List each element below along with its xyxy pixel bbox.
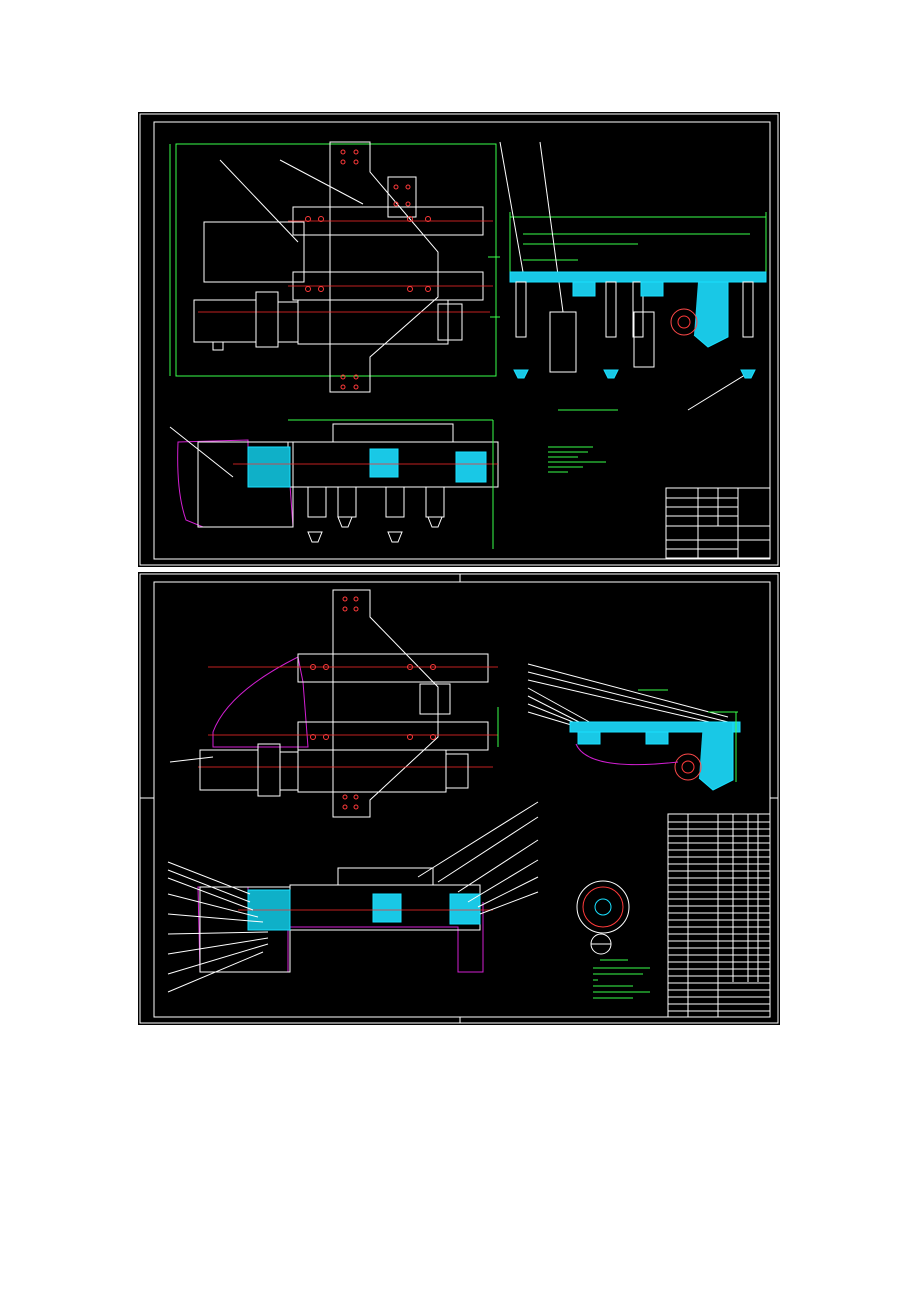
section-view-drive-2	[167, 801, 539, 993]
gear-detail	[576, 880, 630, 955]
outer-border	[139, 573, 779, 1024]
title-block	[665, 487, 771, 559]
inner-border	[153, 581, 771, 1018]
detail-view-gripper	[527, 663, 741, 791]
top-view-assembly	[169, 141, 500, 393]
technical-notes-2	[593, 959, 650, 999]
inner-border	[153, 121, 771, 560]
parts-list	[667, 813, 771, 1018]
technical-notes	[548, 446, 606, 473]
section-view-drive	[169, 419, 499, 549]
outer-border	[139, 113, 779, 566]
sheet-1-canvas	[139, 113, 779, 566]
parts-list-rows	[668, 821, 770, 1012]
side-view-gripper	[499, 141, 767, 411]
drawing-sheet-2	[138, 572, 780, 1025]
drawing-sheet-1	[138, 112, 780, 567]
top-view-assembly-2	[169, 589, 499, 818]
sheet-2-canvas	[139, 573, 779, 1024]
